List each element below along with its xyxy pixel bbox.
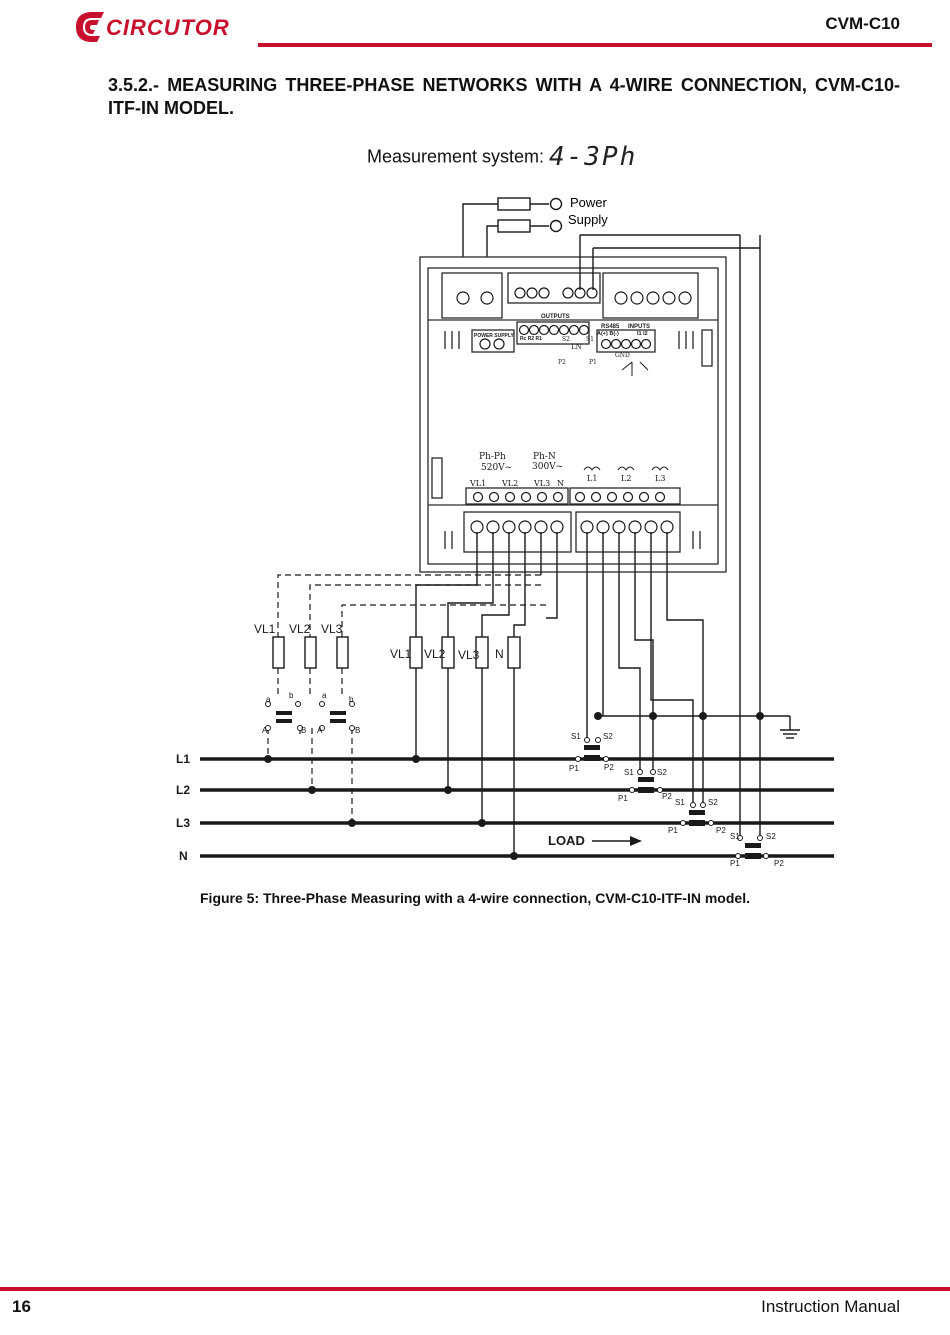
lcd-display-value: 4-3Ph <box>549 142 637 172</box>
measurement-system-label: Measurement system: <box>367 146 545 167</box>
circutor-logo: CIRCUTOR <box>76 12 230 42</box>
ct-label-l2: L2 <box>621 474 631 483</box>
ct-label-l1: L1 <box>587 474 597 483</box>
ct4-s1: S1 <box>730 832 740 841</box>
ct3-s2: S2 <box>708 798 718 807</box>
ct1-p1: P1 <box>569 764 579 773</box>
ct4-s2: S2 <box>766 832 776 841</box>
ph-n-label: Ph-N <box>533 452 556 462</box>
line-label-l3: L3 <box>176 816 190 830</box>
ct4-p1: P1 <box>730 859 740 868</box>
pt1-b-small: b <box>289 691 294 700</box>
section-title: 3.5.2.- MEASURING THREE-PHASE NETWORKS W… <box>108 75 900 118</box>
ct3-p1: P1 <box>668 826 678 835</box>
ct1-s2: S2 <box>603 732 613 741</box>
terminal-vl3: VL3 <box>533 479 550 488</box>
fuse-label-vl3: VL3 <box>458 648 480 662</box>
rs485-label: RS485 <box>601 324 620 330</box>
ct2-s2: S2 <box>657 768 667 777</box>
inputs-label: INPUTS <box>628 324 650 330</box>
vt-label-vl3: VL3 <box>321 622 343 636</box>
device-body <box>419 256 727 573</box>
terminal-vl1: VL1 <box>469 479 486 488</box>
vt-label-vl1: VL1 <box>254 622 276 636</box>
s1-mini: S1 <box>586 336 594 343</box>
pt2-b-small: b <box>349 695 354 704</box>
load-direction-arrow-icon <box>592 836 642 846</box>
s2-mini: S2 <box>562 336 570 343</box>
power-supply-block-label: POWER SUPPLY <box>474 333 514 339</box>
ln-label: LN <box>571 343 582 351</box>
pt2-a: A <box>317 726 323 735</box>
p2-mini: P2 <box>558 359 566 366</box>
power-supply-label: Power <box>570 195 608 210</box>
ct3-s1: S1 <box>675 798 685 807</box>
load-label: LOAD <box>548 833 585 848</box>
p1-mini: P1 <box>589 359 597 366</box>
voltage-transformer-2 <box>319 701 355 731</box>
gnd-label: GND <box>615 352 630 359</box>
brand-name: CIRCUTOR <box>106 15 230 40</box>
ct-label-l3: L3 <box>655 474 665 483</box>
rs485-pins: A(+) B(-) <box>597 331 619 337</box>
pt2-a-small: a <box>322 691 327 700</box>
terminal-vl2: VL2 <box>501 479 518 488</box>
footer-divider <box>0 1287 950 1291</box>
line-label-l2: L2 <box>176 783 190 797</box>
line-label-n: N <box>179 849 188 863</box>
current-transformers <box>575 737 769 859</box>
pt1-a-small: a <box>266 695 271 704</box>
document-code: CVM-C10 <box>825 14 900 33</box>
ct4-p2: P2 <box>774 859 784 868</box>
power-supply-label-2: Supply <box>568 212 608 227</box>
vt-label-vl2: VL2 <box>289 622 311 636</box>
fuse-label-vl2: VL2 <box>424 647 446 661</box>
ph-ph-voltage: 520V~ <box>481 463 512 473</box>
ct1-s1: S1 <box>571 732 581 741</box>
header-divider <box>258 43 932 47</box>
figure-caption: Figure 5: Three-Phase Measuring with a 4… <box>200 890 750 906</box>
pt1-a: A <box>262 726 268 735</box>
wiring-diagram: Power Supply O <box>176 195 834 868</box>
line-label-l1: L1 <box>176 752 190 766</box>
pt1-b: B <box>301 726 306 735</box>
outputs-label: OUTPUTS <box>541 314 570 320</box>
manual-title: Instruction Manual <box>761 1297 900 1316</box>
measurement-system: Measurement system: 4-3Ph <box>367 142 645 173</box>
pt2-b: B <box>355 726 360 735</box>
inputs-pins: I1 I2 <box>637 331 648 337</box>
terminal-n: N <box>557 479 564 488</box>
ph-n-voltage: 300V~ <box>532 462 563 472</box>
relay-labels: Rc R2 R1 <box>520 336 542 342</box>
ct3-p2: P2 <box>716 826 726 835</box>
ct1-p2: P2 <box>604 763 614 772</box>
page-number: 16 <box>12 1297 31 1316</box>
fuse-label-vl1: VL1 <box>390 647 412 661</box>
ct2-p1: P1 <box>618 794 628 803</box>
fuse-label-n: N <box>495 647 504 661</box>
ph-ph-label: Ph-Ph <box>479 452 506 462</box>
voltage-transformer-1 <box>265 701 303 731</box>
ct2-p2: P2 <box>662 792 672 801</box>
ct2-s1: S1 <box>624 768 634 777</box>
svg-text:4-3Ph: 4-3Ph <box>549 143 637 171</box>
